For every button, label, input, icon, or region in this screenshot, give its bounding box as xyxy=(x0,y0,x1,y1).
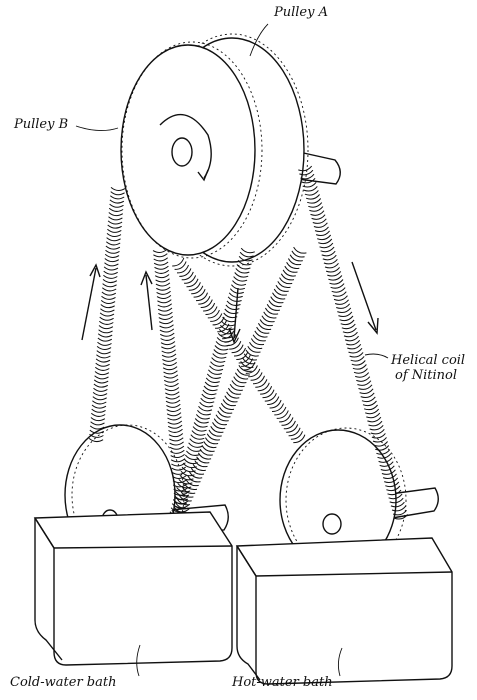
rotation-arrow-curve xyxy=(159,113,212,179)
nitinol-coils xyxy=(88,165,409,542)
hot-water-bath xyxy=(235,537,453,685)
leader-lines xyxy=(75,23,389,677)
pulley-b xyxy=(120,41,263,259)
coil-right-inner xyxy=(172,257,306,444)
cold-bath-label: Cold-water bath xyxy=(10,675,117,690)
cold-water-bath xyxy=(33,511,233,666)
motion-arrows xyxy=(81,261,379,344)
pulley-b-label: Pulley B xyxy=(14,117,69,132)
pulley-b-hub xyxy=(171,137,193,167)
rotation-arrow-head xyxy=(197,169,209,182)
pulley-a-label: Pulley A xyxy=(274,5,328,20)
coil-label-line1: Helical coil xyxy=(391,353,466,368)
coil-cross-a xyxy=(168,247,255,521)
hot-pulley-hub xyxy=(322,513,342,535)
coil-left-outer xyxy=(88,187,126,443)
coil-cross-b xyxy=(169,246,307,521)
hot-bath-label: Hot-water bath xyxy=(232,675,333,690)
coil-right-outer xyxy=(298,165,409,520)
coil-label-line2: of Nitinol xyxy=(395,368,458,383)
